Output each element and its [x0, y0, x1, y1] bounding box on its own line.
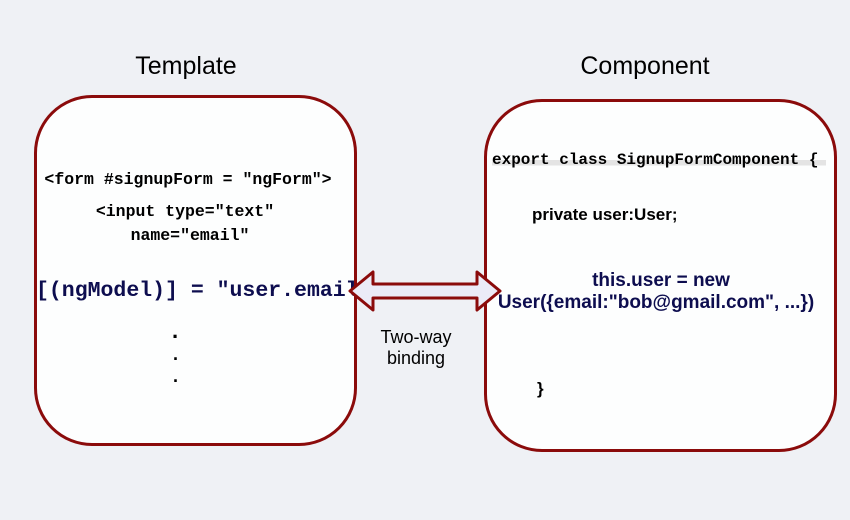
ellipsis-dot: .: [172, 318, 179, 343]
ellipsis-dot: .: [173, 366, 179, 386]
component-assign-line-2: User({email:"bob@gmail.com", ...}): [497, 292, 815, 313]
component-class-line: export class SignupFormComponent {: [492, 151, 827, 169]
template-form-line: <form #signupForm = "ngForm">: [44, 170, 332, 189]
binding-label-line-2: binding: [386, 348, 446, 368]
two-way-arrow-shape: [348, 270, 502, 312]
component-assign-line-1: this.user = new: [592, 270, 730, 291]
template-name-line: name="email": [130, 226, 250, 245]
template-title: Template: [135, 52, 237, 80]
component-title: Component: [580, 52, 710, 80]
component-private-line: private user:User;: [532, 205, 678, 224]
component-closing-brace: }: [537, 379, 544, 398]
template-ngmodel-line: [(ngModel)] = "user.email": [36, 279, 372, 303]
ellipsis-dot: .: [173, 344, 179, 364]
binding-label-line-1: Two-way: [380, 327, 452, 347]
template-panel: [34, 95, 357, 446]
template-input-line: <input type="text": [95, 202, 275, 221]
two-way-arrow-icon: [348, 270, 502, 312]
